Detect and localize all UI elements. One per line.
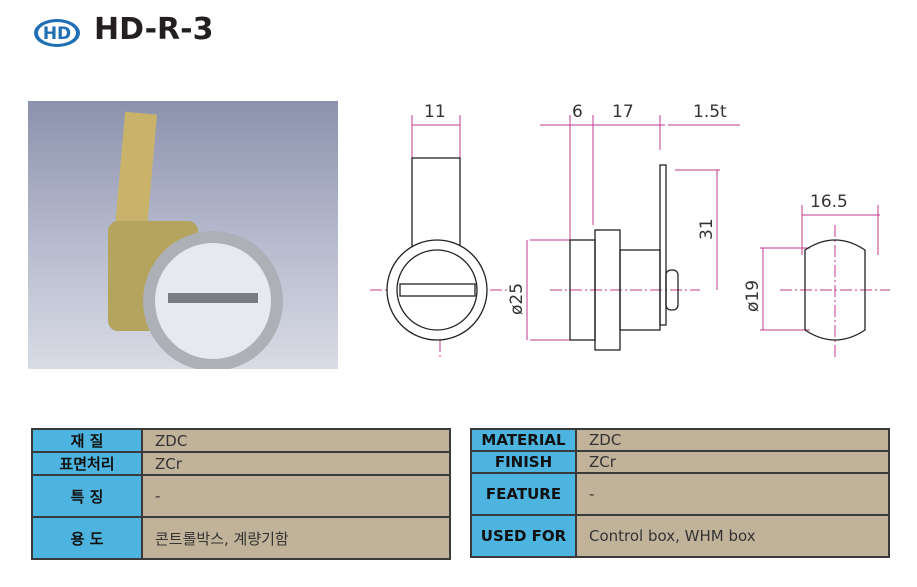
spec-label: 특 징 (31, 474, 143, 518)
spec-label: FINISH (470, 450, 577, 474)
spec-label: 용 도 (31, 516, 143, 560)
dim-16-5: 16.5 (810, 192, 848, 212)
dim-25: ø25 (507, 283, 527, 315)
table-row: FEATURE- (470, 472, 890, 516)
brand-logo: HD (33, 18, 81, 52)
dim-31: 31 (697, 218, 717, 240)
spec-value: ZCr (141, 451, 451, 476)
svg-text:HD: HD (43, 24, 71, 44)
technical-drawing: 11 6 17 1.5t 31 ø25 16.5 ø19 (370, 102, 890, 360)
dim-1-5t: 1.5t (693, 102, 727, 122)
spec-value: ZDC (575, 428, 890, 452)
spec-label: FEATURE (470, 472, 577, 516)
spec-value: 콘트롤박스, 계량기함 (141, 516, 451, 560)
product-photo (28, 101, 338, 371)
spec-value: ZDC (141, 428, 451, 453)
dim-19: ø19 (743, 280, 763, 312)
spec-value: - (141, 474, 451, 518)
spec-label: 재 질 (31, 428, 143, 453)
spec-label: 표면처리 (31, 451, 143, 476)
dim-17: 17 (612, 102, 634, 122)
spec-value: ZCr (575, 450, 890, 474)
spec-label: MATERIAL (470, 428, 577, 452)
spec-value: Control box, WHM box (575, 514, 890, 558)
table-row: 특 징- (31, 474, 451, 518)
dim-11: 11 (424, 102, 446, 122)
spec-label: USED FOR (470, 514, 577, 558)
product-title: HD-R-3 (94, 12, 214, 47)
spec-value: - (575, 472, 890, 516)
dim-6: 6 (572, 102, 583, 122)
